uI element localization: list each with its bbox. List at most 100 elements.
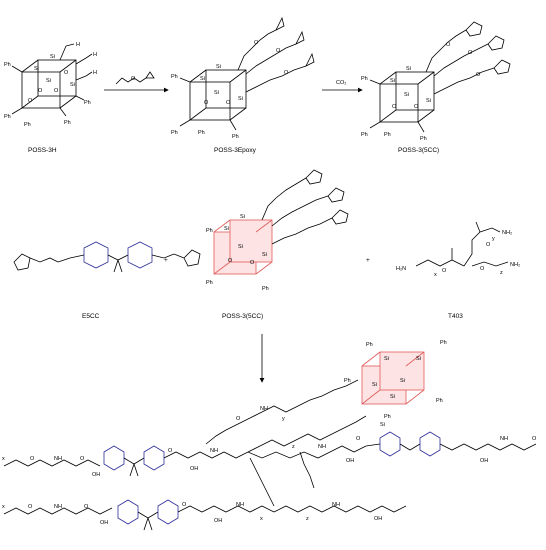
si-atom-label: Si <box>400 378 405 384</box>
si-atom-label: Si <box>380 422 385 428</box>
ph-label: Ph <box>262 286 269 292</box>
t403-atom-labels: H₂N NH₂ NH₂ O O O x y z <box>396 230 520 278</box>
si-atom-label: Si <box>384 356 389 362</box>
ph-label: Ph <box>420 136 427 142</box>
o-atom-label: O <box>226 100 231 106</box>
si-atom-label: Si <box>372 382 377 388</box>
z-subscript: z <box>500 270 503 276</box>
ph-label: Ph <box>4 114 11 120</box>
reaction-arrow-2: CO₂ <box>322 80 363 93</box>
ph-label: Ph <box>440 340 447 346</box>
polymer-crosslinks <box>205 379 359 507</box>
si-atom-label: Si <box>238 96 243 102</box>
h-atom-label: H <box>93 70 97 76</box>
poss-3epoxy-atom-labels: Si Si Si Si O O O O O Ph Ph Ph Ph <box>171 40 289 140</box>
poss-3h-atom-labels: Si Si Si Si O O O O H H H Ph Ph Ph Ph Ph <box>4 42 97 128</box>
poss-3h-caption: POSS-3H <box>28 147 57 154</box>
o-atom-label: O <box>38 88 43 94</box>
si-atom-label: Si <box>200 76 205 82</box>
poss-3-5cc-caption: POSS-3(5CC) <box>398 147 439 154</box>
ph-label: Ph <box>4 62 11 68</box>
h2n-label: H₂N <box>396 266 406 272</box>
o-atom-label: O <box>476 72 481 78</box>
poss-3-5cc-highlighted-structure <box>213 169 349 275</box>
si-atom-label: Si <box>34 66 39 72</box>
si-atom-label: Si <box>390 78 395 84</box>
poss-3-5cc-atom-labels: Si Si Si Si O O O O O Ph Ph Ph Ph <box>361 42 481 142</box>
o-atom-label: O <box>131 76 136 82</box>
x-subscript: x <box>2 456 5 462</box>
o-atom-label: O <box>356 436 361 442</box>
nh-label: NH <box>54 504 62 510</box>
poss-3-5cc-mid-caption: POSS-3(5CC) <box>222 313 263 320</box>
o-atom-label: O <box>532 436 537 442</box>
e5cc-caption: E5CC <box>82 313 100 320</box>
si-atom-label: Si <box>390 394 395 400</box>
ph-label: Ph <box>436 398 443 404</box>
ph-label: Ph <box>171 130 178 136</box>
o-atom-label: O <box>254 40 259 46</box>
o-atom-label: O <box>28 504 33 510</box>
poss-cage-product-labels: Ph Ph Ph Ph Ph Si Si Si Si Si Si <box>344 340 447 428</box>
oh-label: OH <box>214 518 222 524</box>
si-atom-label: Si <box>416 356 421 362</box>
ph-label: Ph <box>24 122 31 128</box>
poss-3epoxy-structure <box>179 16 315 131</box>
o-atom-label: O <box>414 104 419 110</box>
ph-label: Ph <box>206 280 213 286</box>
ph-label: Ph <box>198 130 205 136</box>
e5cc-structure <box>13 241 201 273</box>
h-atom-label: H <box>76 42 80 48</box>
si-atom-label: Si <box>262 252 267 258</box>
nh-label: NH <box>260 406 268 412</box>
o-atom-label: O <box>30 456 35 462</box>
h-atom-label: H <box>93 52 97 58</box>
ph-label: Ph <box>384 132 391 138</box>
t403-caption: T403 <box>448 313 463 320</box>
x-subscript: x <box>260 516 263 522</box>
o-atom-label: O <box>480 266 485 272</box>
nh2-label: NH₂ <box>502 230 512 236</box>
o-atom-label: O <box>84 504 89 510</box>
ph-label: Ph <box>171 74 178 80</box>
poss-3-5cc-structure <box>369 21 511 133</box>
si-atom-label: Si <box>240 214 245 220</box>
polymer-chain-1 <box>3 415 537 477</box>
o-atom-label: O <box>168 448 173 454</box>
si-atom-label: Si <box>224 226 229 232</box>
oh-label: OH <box>92 472 100 478</box>
o-atom-label: O <box>64 70 69 76</box>
si-atom-label: Si <box>426 98 431 104</box>
y-subscript: y <box>282 416 285 422</box>
si-atom-label: Si <box>214 90 219 96</box>
si-atom-label: Si <box>50 54 55 60</box>
oh-label: OH <box>480 458 488 464</box>
si-atom-label: Si <box>70 82 75 88</box>
ph-label: Ph <box>232 134 239 140</box>
si-atom-label: Si <box>46 78 51 84</box>
ph-label: Ph <box>64 120 71 126</box>
nh-label: NH <box>236 502 244 508</box>
o-atom-label: O <box>486 242 491 248</box>
o-atom-label: O <box>182 502 187 508</box>
polymer-chain-labels: x O NH O OH O OH NH O NH y z NH OH O OH … <box>2 406 537 526</box>
o-atom-label: O <box>204 100 209 106</box>
o-atom-label: O <box>442 268 447 274</box>
co2-reagent-label: CO₂ <box>336 80 346 86</box>
si-atom-label: Si <box>404 92 409 98</box>
t403-structure <box>415 221 509 267</box>
poss-cage-product <box>361 351 425 405</box>
plus-sign: + <box>164 257 168 264</box>
ph-label: Ph <box>84 100 91 106</box>
x-subscript: x <box>2 504 5 510</box>
ph-label: Ph <box>384 414 391 420</box>
o-atom-label: O <box>228 258 233 264</box>
ph-label: Ph <box>366 342 373 348</box>
poss-3epoxy-caption: POSS-3Epoxy <box>214 147 257 154</box>
o-atom-label: O <box>80 456 85 462</box>
polymer-chain-2 <box>3 499 407 531</box>
o-atom-label: O <box>276 48 281 54</box>
o-atom-label: O <box>446 42 451 48</box>
ph-label: Ph <box>361 76 368 82</box>
poss-3h-structure <box>11 43 93 117</box>
